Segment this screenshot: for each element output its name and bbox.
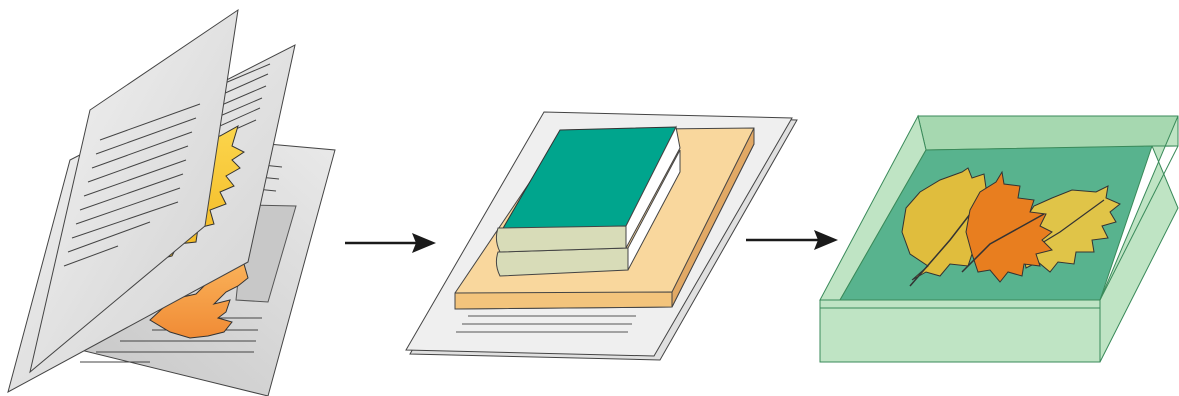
step-3-leaves-in-tray [819,114,1179,363]
orange-leaf-icon [149,255,249,339]
right-arrow-icon [345,233,436,253]
front-page-lines [63,103,201,267]
press-board-side [671,127,755,308]
bottom-book-pages [627,149,681,271]
right-arrow-icon [746,230,838,250]
paper-lines [456,315,636,333]
top-book-spine [495,225,627,253]
tray-back-wall [917,115,1179,151]
step-2-books-pressing [405,111,798,361]
press-board-edge [454,291,673,310]
rust-leaf-icon [961,170,1053,283]
top-book-pages [625,125,681,249]
step-1-leaves-in-pages [7,8,336,396]
tray-front-wall [819,299,1101,363]
bottom-book-spine [495,247,629,277]
